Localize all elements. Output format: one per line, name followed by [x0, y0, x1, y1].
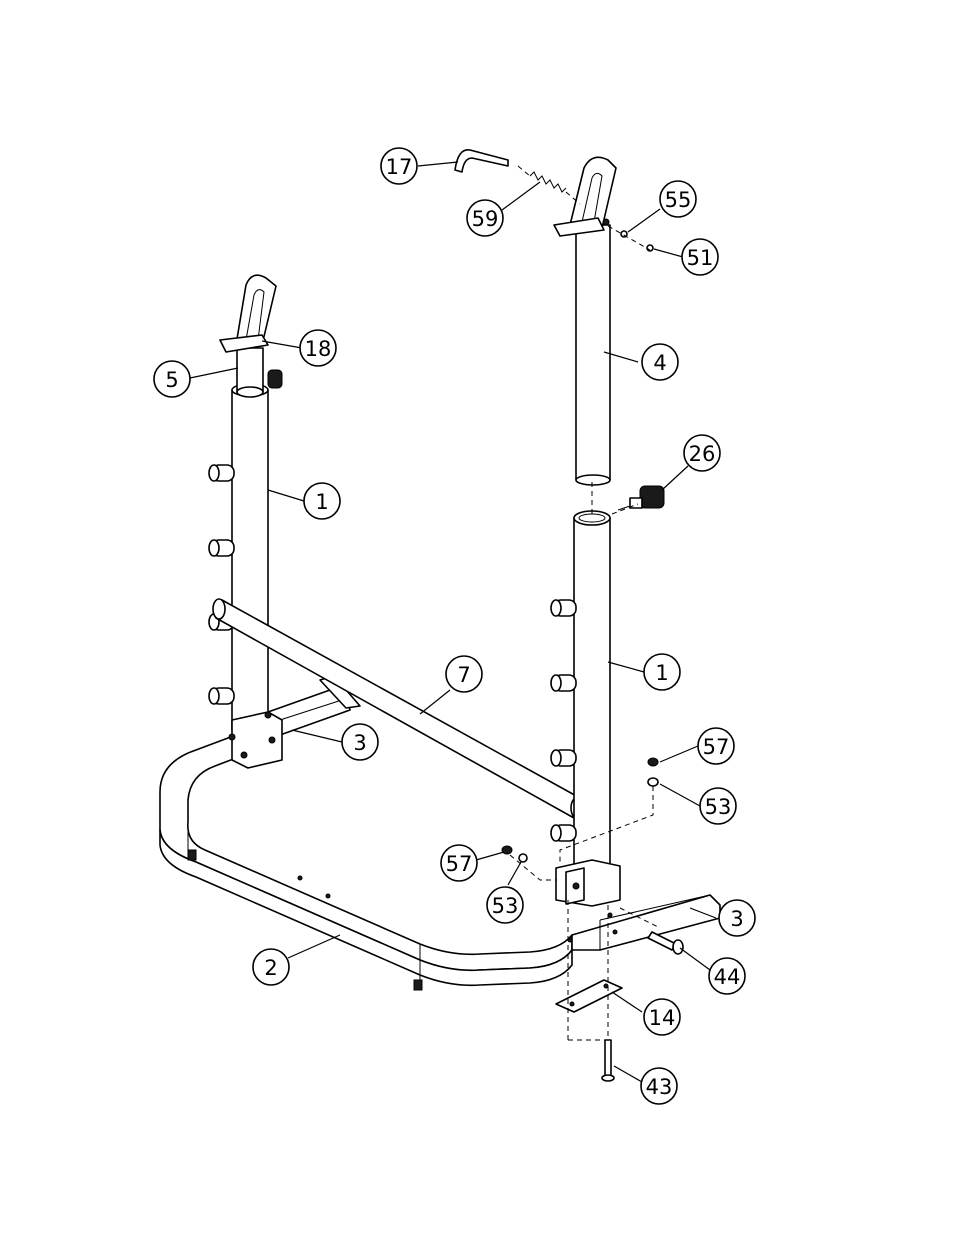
callout-number: 51: [687, 246, 714, 270]
adjustment-peg: [551, 675, 576, 691]
callout-3b: 3: [719, 900, 755, 936]
callout-7: 7: [446, 656, 482, 692]
callout-57b: 57: [441, 845, 477, 881]
spring: [530, 172, 566, 192]
callout-18: 18: [300, 330, 336, 366]
callout-number: 3: [353, 731, 366, 755]
callout-2: 2: [253, 949, 289, 985]
callout-number: 57: [703, 735, 730, 759]
adjustment-peg: [209, 688, 234, 704]
adjustment-peg: [551, 825, 576, 841]
callout-number: 18: [305, 337, 332, 361]
adjustment-peg: [209, 540, 234, 556]
callout-number: 59: [472, 207, 499, 231]
callout-number: 17: [386, 155, 413, 179]
callout-number: 57: [446, 852, 473, 876]
adjustment-peg: [551, 600, 576, 616]
adjustment-peg: [551, 750, 576, 766]
right-inner-tube: [554, 157, 616, 485]
callout-14: 14: [644, 999, 680, 1035]
callout-1a: 1: [304, 483, 340, 519]
callout-44: 44: [709, 958, 745, 994]
callout-59: 59: [467, 200, 503, 236]
callout-number: 2: [264, 956, 277, 980]
callout-number: 44: [714, 965, 741, 989]
callout-4: 4: [642, 344, 678, 380]
callout-53b: 53: [487, 887, 523, 923]
callout-number: 7: [457, 663, 470, 687]
adjustment-knob: [618, 486, 664, 510]
callout-26: 26: [684, 435, 720, 471]
callout-number: 4: [653, 351, 666, 375]
callout-number: 26: [689, 442, 716, 466]
callout-5: 5: [154, 361, 190, 397]
right-upright: [551, 511, 620, 906]
callout-51: 51: [682, 239, 718, 275]
left-inner-tube: [220, 275, 282, 397]
adjustment-peg: [209, 465, 234, 481]
callout-55: 55: [660, 181, 696, 217]
callout-17: 17: [381, 148, 417, 184]
lock-pin: [455, 150, 508, 172]
callout-number: 53: [492, 894, 519, 918]
callout-43: 43: [641, 1068, 677, 1104]
callout-number: 5: [165, 368, 178, 392]
callout-3a: 3: [342, 724, 378, 760]
callout-number: 1: [655, 661, 668, 685]
callout-1b: 1: [644, 654, 680, 690]
callout-number: 3: [730, 907, 743, 931]
callout-number: 43: [646, 1075, 673, 1099]
callout-53a: 53: [700, 788, 736, 824]
callout-number: 53: [705, 795, 732, 819]
callout-57a: 57: [698, 728, 734, 764]
callout-number: 55: [665, 188, 692, 212]
callout-number: 14: [649, 1006, 676, 1030]
callout-number: 1: [315, 490, 328, 514]
